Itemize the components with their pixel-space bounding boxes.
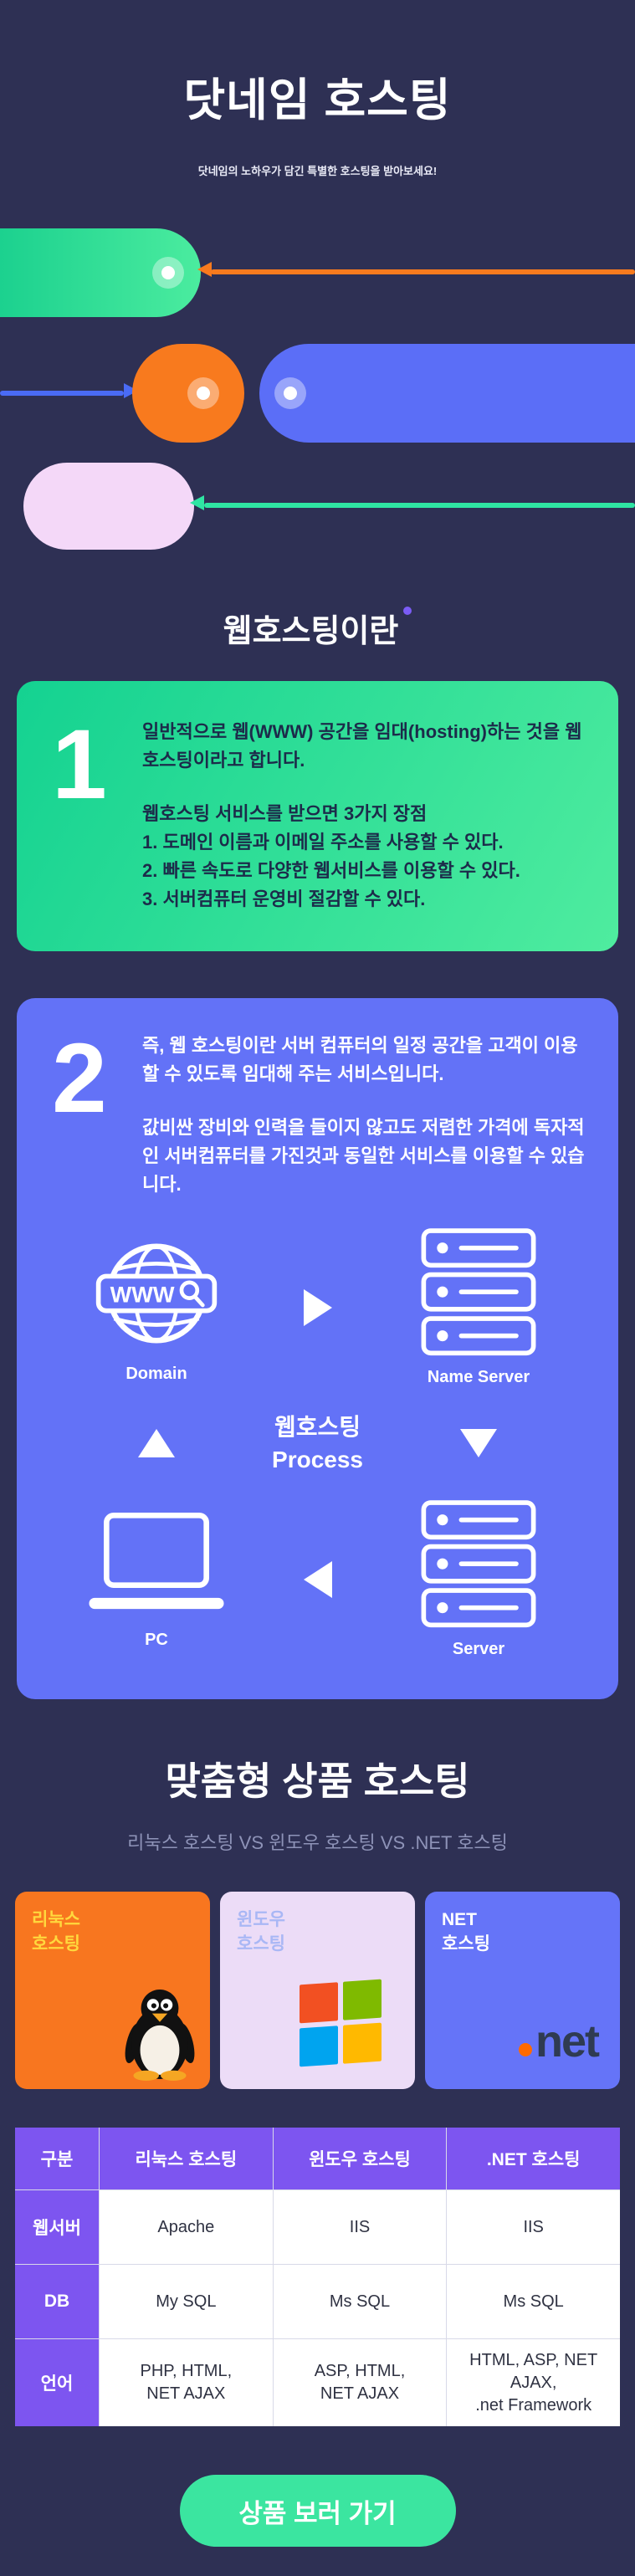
table-cell: IIS bbox=[273, 2190, 447, 2265]
diagram-node-nameserver: Name Server bbox=[416, 1227, 541, 1387]
diagram-caption-line1: 웹호스팅 bbox=[274, 1414, 361, 1441]
product-card-net[interactable]: NET 호스팅 net bbox=[425, 1892, 620, 2090]
page-subtitle: 닷네임의 노하우가 담긴 특별한 호스팅을 받아보세요! bbox=[197, 165, 438, 177]
section-heading-text: 웹호스팅이란 bbox=[223, 614, 399, 649]
hosting-comparison-table: 구분 리눅스 호스팅 윈도우 호스팅 .NET 호스팅 웹서버 Apache I… bbox=[15, 2128, 620, 2427]
card-1-benefit-item: 3. 서버컴퓨터 운영비 절감할 수 있다. bbox=[142, 889, 426, 910]
product-card-label: 윈도우 호스팅 bbox=[237, 1910, 285, 1954]
linux-tux-icon bbox=[125, 1990, 195, 2082]
ring-dot bbox=[274, 377, 306, 409]
card-1-benefit-item: 2. 빠른 속도로 다양한 웹서비스를 이용할 수 있다. bbox=[142, 860, 520, 882]
ring-dot bbox=[187, 377, 219, 409]
dotnet-logo-dot bbox=[519, 2043, 532, 2057]
hosting-process-diagram: WWW Domain bbox=[50, 1227, 586, 1659]
card-2-paragraph: 즉, 웹 호스팅이란 서버 컴퓨터의 일정 공간을 고객이 이용할 수 있도록 … bbox=[142, 1034, 578, 1084]
table-cell: PHP, HTML, NET AJAX bbox=[100, 2339, 273, 2427]
arrow-head-left-icon bbox=[190, 495, 204, 510]
product-card-linux[interactable]: 리눅스 호스팅 bbox=[15, 1892, 210, 2090]
diagram-node-server: Server bbox=[416, 1499, 541, 1659]
pill-blue bbox=[259, 344, 635, 443]
section-heading-products: 맞춤형 상품 호스팅 bbox=[165, 1759, 470, 1804]
table-cell: Ms SQL bbox=[273, 2265, 447, 2339]
view-products-button[interactable]: 상품 보러 가기 bbox=[179, 2475, 456, 2548]
product-cards: 리눅스 호스팅 윈도우 호스팅 bbox=[15, 1892, 620, 2090]
table-row-label: 웹서버 bbox=[15, 2190, 99, 2265]
arrow-up-icon bbox=[138, 1429, 175, 1458]
arrow-left-icon bbox=[303, 1560, 332, 1598]
card-1-benefits-title: 웹호스팅 서비스를 받으면 3가지 장점 bbox=[142, 803, 428, 825]
www-label: WWW bbox=[110, 1281, 175, 1307]
arrow-down-icon bbox=[460, 1429, 497, 1458]
table-header-cell: 리눅스 호스팅 bbox=[100, 2128, 273, 2190]
page-title: 닷네임 호스팅 bbox=[183, 75, 452, 125]
diagram-label-pc: PC bbox=[145, 1631, 168, 1650]
table-row-label: 언어 bbox=[15, 2339, 99, 2427]
card-1-paragraph: 일반적으로 웹(WWW) 공간을 임대(hosting)하는 것을 웹호스팅이라… bbox=[142, 721, 582, 771]
pill-pink bbox=[23, 463, 194, 550]
table-cell: IIS bbox=[447, 2190, 620, 2265]
product-card-label: NET 호스팅 bbox=[442, 1910, 490, 1954]
diagram-caption-line2: Process bbox=[272, 1447, 363, 1473]
diagram-caption: 웹호스팅 Process bbox=[272, 1411, 363, 1476]
www-globe-icon: WWW bbox=[95, 1243, 218, 1344]
info-card-2: 2 즉, 웹 호스팅이란 서버 컴퓨터의 일정 공간을 고객이 이용할 수 있도… bbox=[17, 997, 618, 1700]
windows-logo-icon bbox=[300, 1979, 382, 2067]
diagram-label-server: Server bbox=[452, 1640, 505, 1659]
dotnet-logo-icon: net bbox=[519, 2015, 600, 2067]
table-cell: Ms SQL bbox=[447, 2265, 620, 2339]
arrow-head-left-icon bbox=[197, 262, 212, 277]
arrow-right-icon bbox=[303, 1288, 332, 1326]
table-cell: ASP, HTML, NET AJAX bbox=[273, 2339, 447, 2427]
product-card-label: 리눅스 호스팅 bbox=[32, 1910, 80, 1954]
card-number: 1 bbox=[52, 709, 107, 820]
laptop-icon bbox=[89, 1513, 224, 1610]
pill-orange bbox=[132, 344, 244, 443]
dotnet-logo-text: net bbox=[535, 2016, 600, 2067]
table-row-label: DB bbox=[15, 2265, 99, 2339]
ring-dot bbox=[152, 257, 184, 289]
table-header-cell: 구분 bbox=[15, 2128, 99, 2190]
card-1-text: 일반적으로 웹(WWW) 공간을 임대(hosting)하는 것을 웹호스팅이라… bbox=[142, 718, 590, 914]
card-2-paragraph: 값비싼 장비와 인력을 들이지 않고도 저렴한 가격에 독자적인 서버컴퓨터를 … bbox=[142, 1116, 585, 1195]
diagram-label-nameserver: Name Server bbox=[427, 1368, 530, 1387]
diagram-label-domain: Domain bbox=[125, 1365, 187, 1384]
info-card-1: 1 일반적으로 웹(WWW) 공간을 임대(hosting)하는 것을 웹호스팅… bbox=[17, 681, 618, 951]
table-cell: Apache bbox=[100, 2190, 273, 2265]
arrow-line-teal bbox=[204, 503, 635, 508]
table-cell: My SQL bbox=[100, 2265, 273, 2339]
diagram-node-pc: PC bbox=[81, 1508, 232, 1650]
table-header-cell: .NET 호스팅 bbox=[447, 2128, 620, 2190]
decorative-pill-band bbox=[0, 222, 635, 556]
diagram-node-domain: WWW Domain bbox=[94, 1231, 219, 1384]
arrow-line-orange bbox=[211, 269, 635, 274]
card-number: 2 bbox=[52, 1022, 107, 1134]
server-stack-icon bbox=[421, 1500, 536, 1628]
products-subheading: 리눅스 호스팅 VS 윈도우 호스팅 VS .NET 호스팅 bbox=[127, 1832, 508, 1854]
product-card-windows[interactable]: 윈도우 호스팅 bbox=[220, 1892, 415, 2090]
arrow-line-blue bbox=[0, 391, 124, 396]
heading-accent-dot bbox=[403, 607, 412, 615]
section-heading-webhosting: 웹호스팅이란 bbox=[0, 605, 635, 651]
server-stack-icon bbox=[421, 1228, 536, 1356]
table-header-cell: 윈도우 호스팅 bbox=[273, 2128, 447, 2190]
table-cell: HTML, ASP, NET AJAX, .net Framework bbox=[447, 2339, 620, 2427]
card-2-text: 즉, 웹 호스팅이란 서버 컴퓨터의 일정 공간을 고객이 이용할 수 있도록 … bbox=[142, 1032, 590, 1199]
card-1-benefit-item: 1. 도메인 이름과 이메일 주소를 사용할 수 있다. bbox=[142, 832, 504, 853]
